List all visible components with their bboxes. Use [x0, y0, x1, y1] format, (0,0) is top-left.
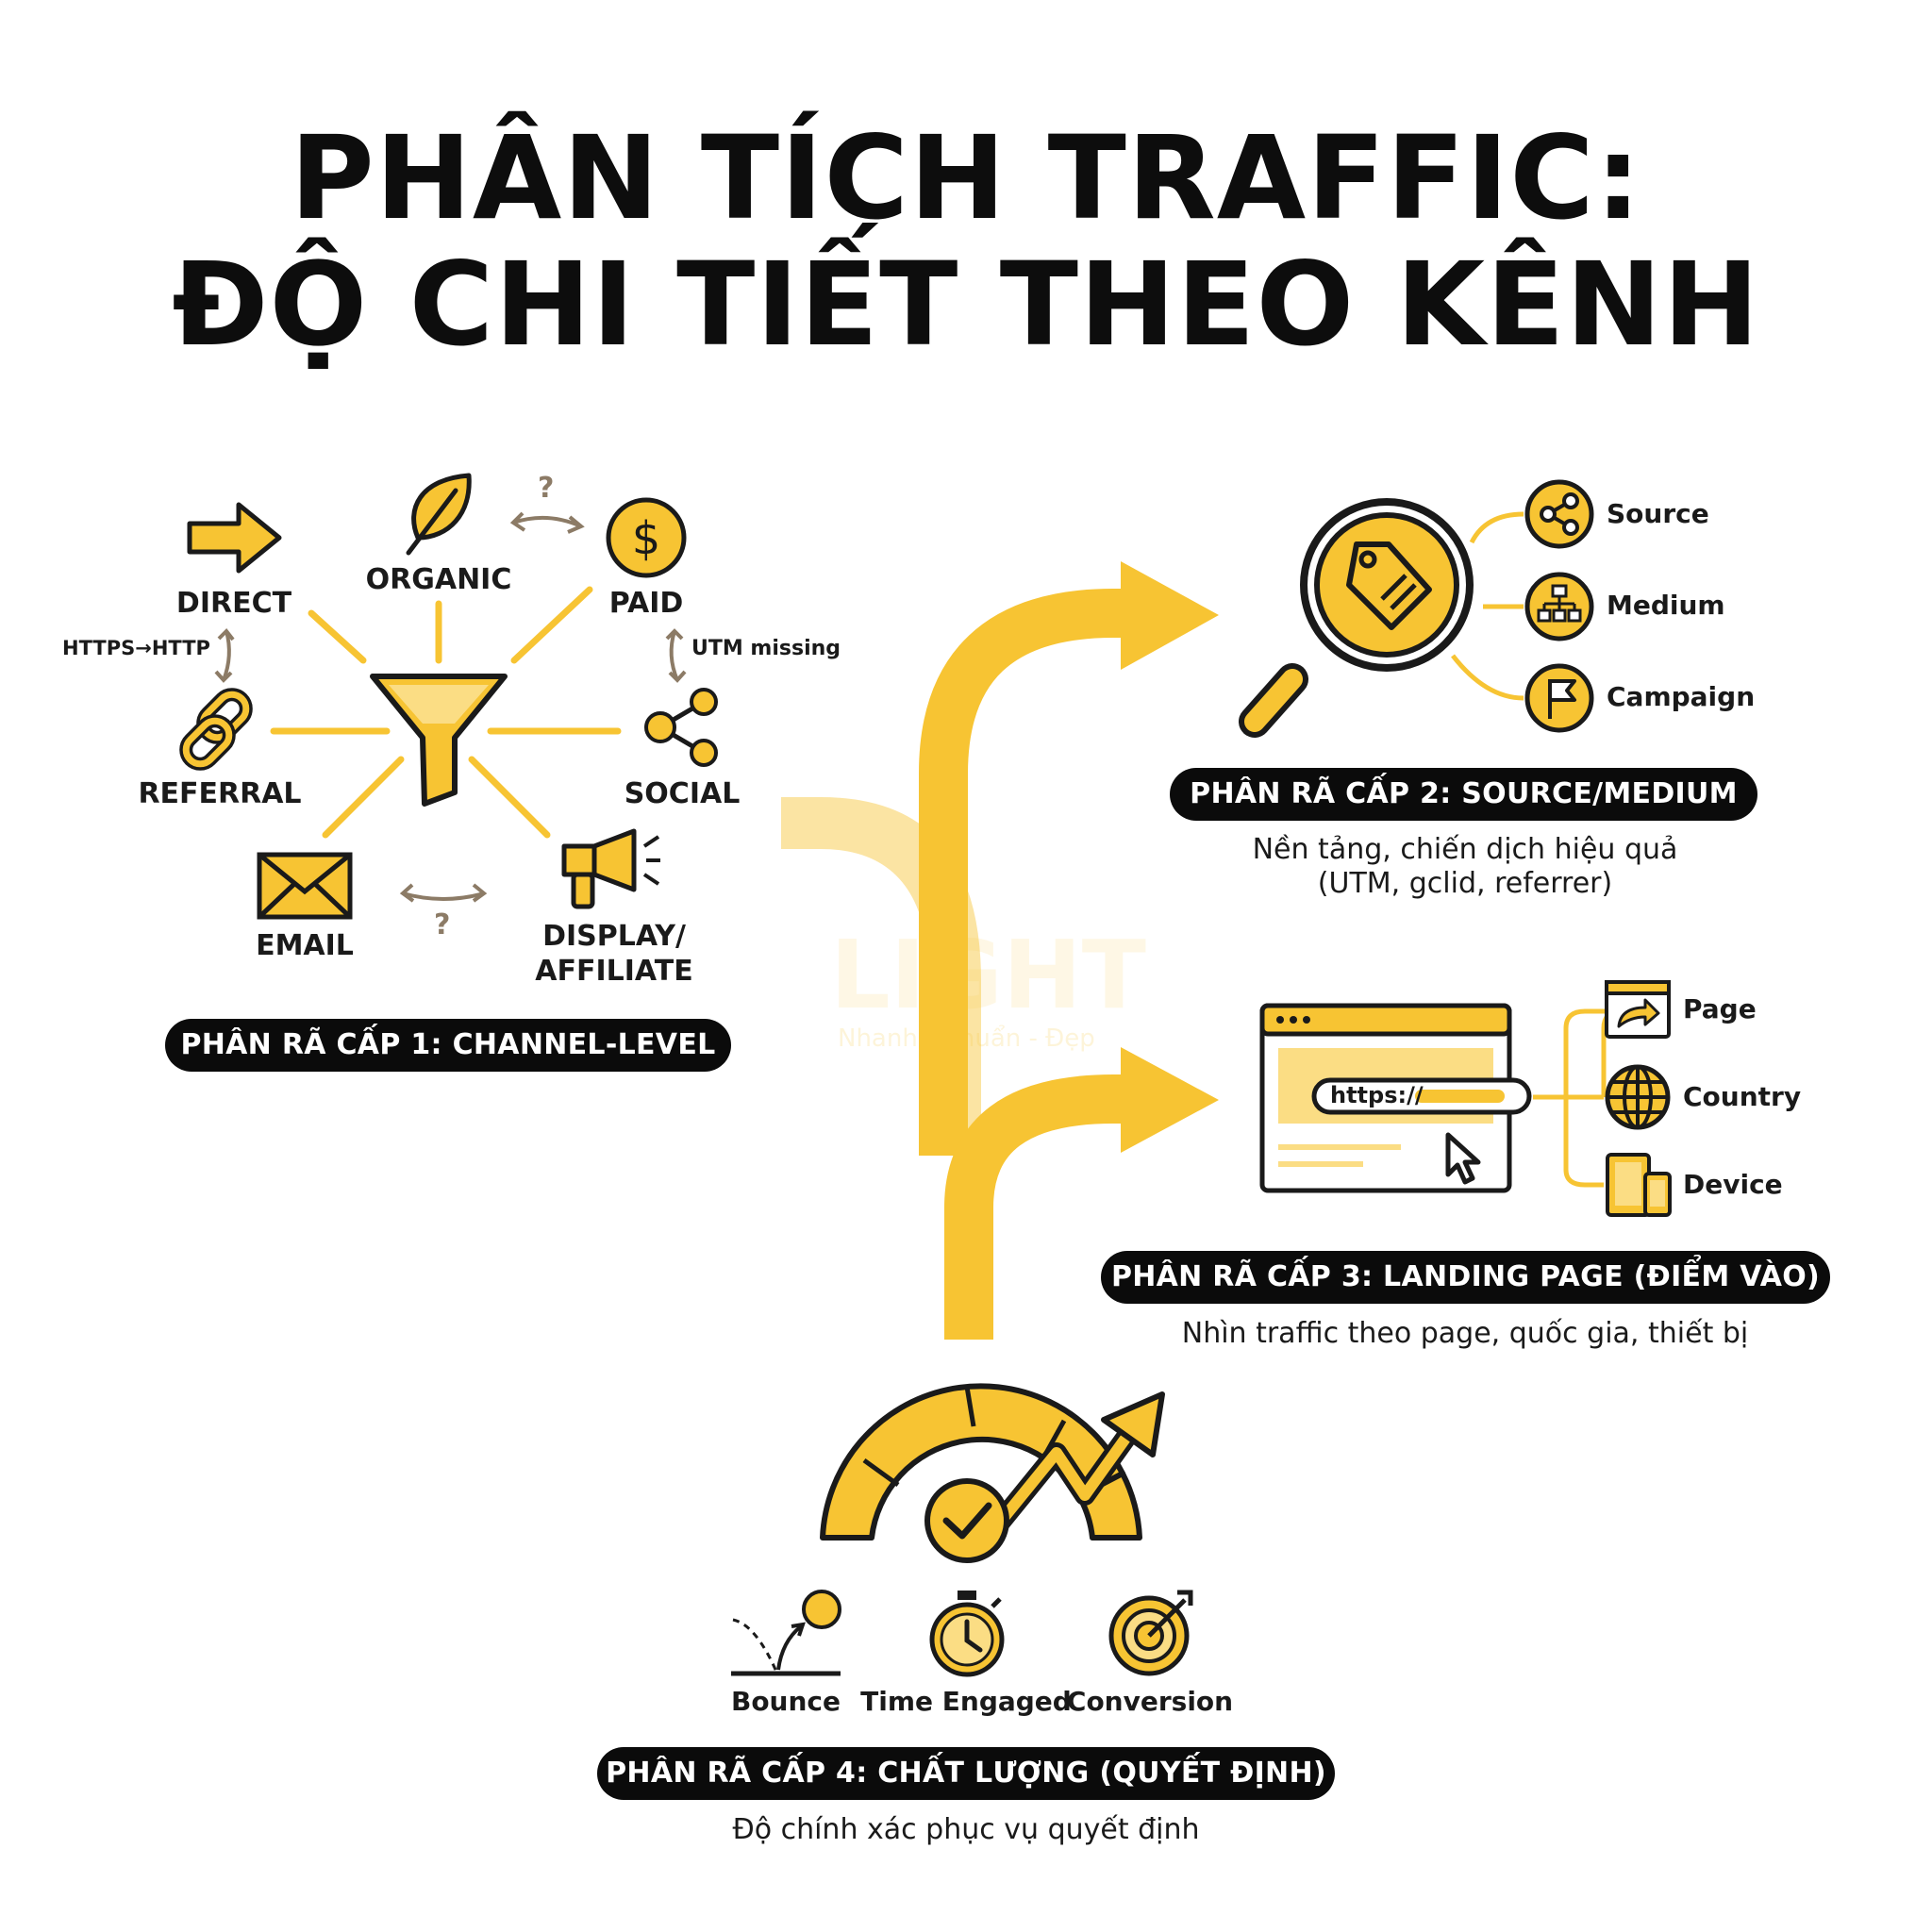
leaf-icon	[406, 473, 472, 556]
level2-desc-line2: (UTM, gclid, referrer)	[1317, 867, 1613, 900]
note-https-http: HTTPS→HTTP	[62, 637, 210, 659]
browser-window-icon	[1259, 1003, 1532, 1193]
stopwatch-icon	[929, 1591, 1005, 1677]
bounce-icon	[731, 1590, 841, 1676]
envelope-icon	[257, 852, 353, 920]
level4-metric-time-engaged: Time Engaged	[860, 1686, 1072, 1717]
level2-item-campaign: Campaign	[1607, 681, 1756, 712]
arrow-right-icon	[187, 502, 282, 574]
level4-metric-bounce: Bounce	[730, 1686, 841, 1717]
note-utm-missing: UTM missing	[691, 637, 841, 660]
channel-display-label-line1: DISPLAY/	[542, 920, 686, 953]
dollar-coin-icon: $	[606, 497, 687, 578]
level2-pill: PHÂN RÃ CẤP 2: SOURCE/MEDIUM	[1170, 768, 1757, 821]
page-title-line2: ĐỘ CHI TIẾT THEO KÊNH	[172, 238, 1760, 372]
watermark-brand: LIGHT	[830, 920, 1146, 1030]
level1-pill: PHÂN RÃ CẤP 1: CHANNEL-LEVEL	[165, 1019, 731, 1072]
level3-item-page: Page	[1683, 993, 1757, 1024]
magnifier-tag-icon	[1239, 498, 1474, 738]
level3-item-country: Country	[1683, 1081, 1802, 1112]
vertical-double-arrow-icon-2	[665, 628, 687, 683]
share-icon	[644, 688, 718, 767]
share-circle-icon	[1524, 479, 1594, 549]
vertical-double-arrow-icon	[214, 627, 235, 683]
double-arrow-icon	[509, 511, 585, 534]
flow-arrow-lower-head	[1121, 1047, 1219, 1153]
globe-icon	[1605, 1064, 1671, 1130]
flag-icon	[1524, 663, 1594, 733]
level2-desc-line1: Nền tảng, chiến dịch hiệu quả	[1252, 833, 1678, 866]
hierarchy-icon	[1524, 572, 1594, 641]
url-text: https://	[1330, 1082, 1424, 1108]
level3-desc: Nhìn traffic theo page, quốc gia, thiết …	[1181, 1317, 1749, 1350]
flow-arrow-lower	[944, 1074, 1132, 1340]
funnel-icon	[370, 674, 508, 807]
question-mark-top: ?	[538, 472, 555, 505]
level4-metric-conversion: Conversion	[1066, 1686, 1234, 1717]
question-mark-bottom: ?	[434, 908, 451, 941]
channel-direct-label: DIRECT	[175, 587, 292, 620]
channel-social-label: SOCIAL	[624, 777, 741, 810]
page-redirect-icon	[1605, 980, 1671, 1039]
double-arrow-icon-2	[399, 883, 488, 903]
channel-organic-label: ORGANIC	[365, 563, 512, 596]
channel-display-label-line2: AFFILIATE	[535, 955, 693, 988]
channel-paid-label: PAID	[608, 587, 684, 620]
level4-desc: Độ chính xác phục vụ quyết định	[732, 1813, 1200, 1846]
flow-arrow-upper-head	[1121, 561, 1219, 670]
device-icon	[1606, 1153, 1672, 1217]
level4-pill: PHÂN RÃ CẤP 4: CHẤT LƯỢNG (QUYẾT ĐỊNH)	[597, 1747, 1335, 1800]
megaphone-icon	[561, 828, 660, 909]
svg-text:$: $	[632, 512, 661, 565]
channel-referral-label: REFERRAL	[138, 777, 302, 810]
page-title-line1: PHÂN TÍCH TRAFFIC:	[290, 111, 1642, 245]
level3-pill: PHÂN RÃ CẤP 3: LANDING PAGE (ĐIỂM VÀO)	[1101, 1251, 1830, 1304]
chain-link-icon	[179, 688, 253, 771]
level3-item-device: Device	[1683, 1169, 1783, 1200]
level2-item-source: Source	[1607, 498, 1709, 529]
flow-arrow-upper	[919, 589, 1132, 1156]
level2-item-medium: Medium	[1607, 590, 1725, 621]
channel-email-label: EMAIL	[256, 929, 354, 962]
gauge-growth-icon	[820, 1383, 1165, 1563]
target-icon	[1108, 1590, 1193, 1676]
